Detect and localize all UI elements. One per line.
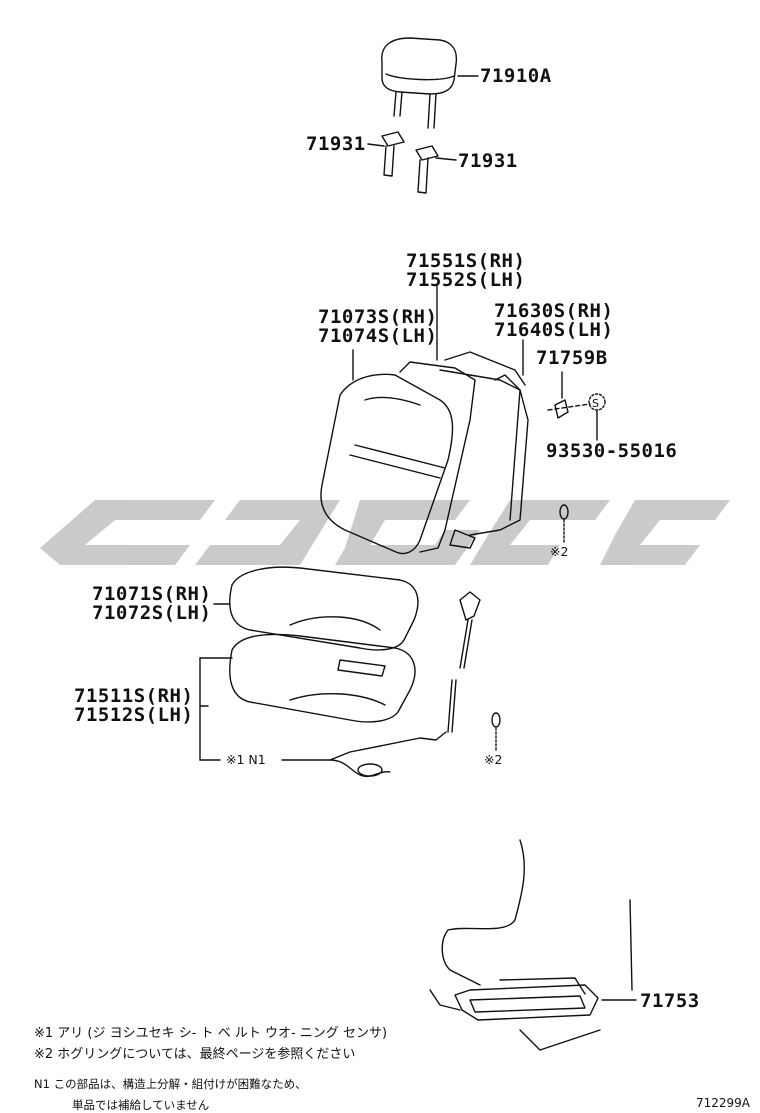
label-tray: 71753 (640, 990, 700, 1012)
label-support-left: 71931 (306, 133, 366, 155)
support-drawings (367, 131, 457, 194)
label-cushion-cover-rh: 71071S(RH) (92, 583, 212, 605)
label-clip: 71759B (536, 347, 608, 369)
label-cushion-pad-rh: 71511S(RH) (74, 685, 194, 707)
label-hogring-lower: ※2 (484, 752, 503, 767)
note-1: ※1 アリ (ジ ヨシユセキ シ- ト ベ ルト ウオ- ニング センサ) (34, 1026, 388, 1041)
label-sensor: ※1 N1 (226, 752, 266, 767)
label-cover-back-rh: 71073S(RH) (318, 306, 438, 328)
sensor-drawing (281, 591, 481, 778)
label-hogring-upper: ※2 (550, 544, 569, 559)
headrest-drawing (381, 37, 479, 129)
diagram-id: 712299A (695, 1096, 750, 1110)
seat-lower-drawing (429, 839, 637, 1051)
label-cushion-cover-lh: 71072S(LH) (92, 602, 212, 624)
label-support-right: 71931 (458, 150, 518, 172)
note-2: ※2 ホグリングについては、最終ページを参照ください (34, 1047, 356, 1062)
screw-symbol: S (592, 397, 599, 410)
clip-screw-drawing (547, 371, 606, 441)
label-cushion-pad-lh: 71512S(LH) (74, 704, 194, 726)
label-pad-back-lh: 71552S(LH) (406, 269, 526, 291)
label-screw: 93530-55016 (546, 440, 678, 462)
label-cover-back-lh: 71074S(LH) (318, 325, 438, 347)
note-3: N1 この部品は、構造上分解・組付けが困難なため、 (34, 1077, 307, 1091)
seatback-drawing (320, 285, 529, 555)
label-frame-back-rh: 71630S(RH) (494, 300, 614, 322)
note-4: 単品では補給していません (72, 1098, 210, 1112)
hogring-drawings (491, 504, 569, 751)
label-pad-back-rh: 71551S(RH) (406, 250, 526, 272)
watermark-logo (40, 500, 730, 565)
cushion-pad-drawing (229, 633, 416, 723)
cushion-cover-drawing (213, 566, 419, 651)
label-frame-back-lh: 71640S(LH) (494, 319, 614, 341)
label-headrest: 71910A (480, 65, 552, 87)
cushion-bracket (199, 657, 233, 761)
